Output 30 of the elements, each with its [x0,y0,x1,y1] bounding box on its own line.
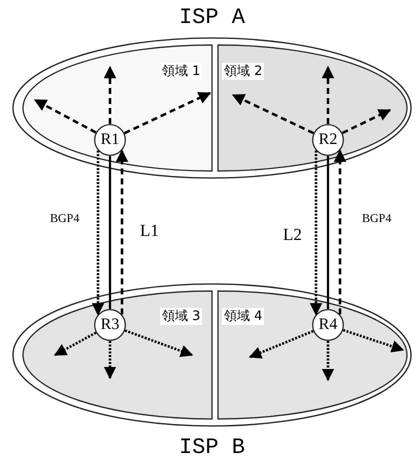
router-label: R1 [100,132,120,148]
network-title: ISP B [178,437,246,459]
arrow [104,341,116,380]
router-label: R4 [318,317,338,333]
edge-label: BGP4 [50,212,80,224]
arrow [92,150,104,316]
arrow [232,94,314,134]
edge-label: BGP4 [362,212,392,224]
arrow [54,332,97,356]
region-label: 領域 1 [160,63,202,80]
arrow [34,98,96,134]
router-label: R2 [318,132,338,148]
region-label: 領域 3 [160,308,202,325]
arrow [342,108,392,134]
arrow [248,330,314,358]
arrow [322,66,334,124]
arrow [116,149,128,314]
arrow [334,149,346,314]
router-label: R3 [100,317,120,333]
arrow [322,341,334,382]
edge-label: L1 [140,222,159,239]
region-label: 領域 4 [222,308,264,325]
arrow [124,92,212,134]
region-label: 領域 2 [222,63,264,80]
edge-label: L2 [283,226,302,243]
arrow [104,66,116,124]
arrow [310,150,322,316]
arrow [342,328,404,352]
arrow [124,329,194,357]
network-title: ISP A [178,7,246,29]
